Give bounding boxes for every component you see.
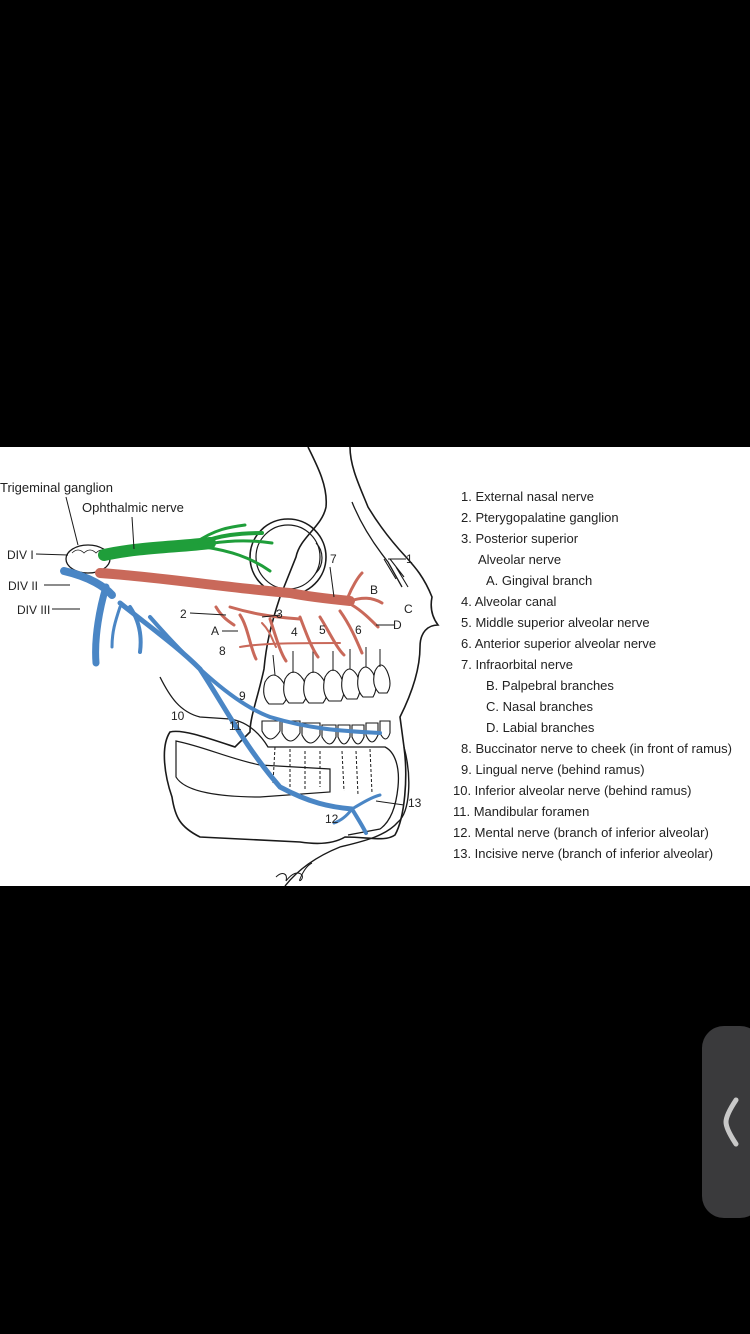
marker-1: 1 bbox=[406, 552, 413, 566]
artist-signature bbox=[275, 862, 313, 882]
mandible-inner-outline bbox=[175, 740, 331, 798]
legend-item: 6. Anterior superior alveolar nerve bbox=[461, 636, 657, 651]
legend-item: 3. Posterior superior bbox=[461, 531, 579, 546]
marker-9: 9 bbox=[239, 689, 246, 703]
upper-teeth bbox=[263, 664, 391, 705]
legend-item: 10. Inferior alveolar nerve (behind ramu… bbox=[453, 783, 692, 798]
marker-13: 13 bbox=[408, 796, 422, 810]
trigeminal-ganglion-label: Trigeminal ganglion bbox=[0, 480, 113, 495]
nasal-bone bbox=[351, 501, 403, 588]
div-ii-label: DIV II bbox=[8, 579, 39, 593]
legend-item: 9. Lingual nerve (behind ramus) bbox=[461, 762, 645, 777]
marker-3: 3 bbox=[276, 607, 283, 621]
legend-item: 12. Mental nerve (branch of inferior alv… bbox=[453, 825, 709, 840]
marker-8: 8 bbox=[219, 644, 226, 658]
lower-tooth-roots bbox=[272, 746, 373, 796]
upper-tooth-roots bbox=[272, 647, 381, 676]
nerve-legend: 1. External nasal nerve 2. Pterygopalati… bbox=[453, 486, 750, 864]
face-profile-outline bbox=[163, 447, 440, 845]
div-i-label: DIV I bbox=[7, 548, 34, 562]
mandibular-nerve-branches bbox=[60, 567, 382, 835]
neck-outline bbox=[284, 746, 410, 886]
legend-item: A. Gingival branch bbox=[486, 573, 593, 588]
marker-2: 2 bbox=[180, 607, 187, 621]
legend-item: D. Labial branches bbox=[486, 720, 595, 735]
legend-item: 11. Mandibular foramen bbox=[453, 804, 590, 819]
mandible-outline bbox=[159, 676, 400, 836]
legend-item: 13. Incisive nerve (branch of inferior a… bbox=[453, 846, 714, 861]
legend-item: 5. Middle superior alveolar nerve bbox=[461, 615, 650, 630]
leader-lines bbox=[35, 496, 406, 806]
maxillary-nerve-branches bbox=[95, 568, 384, 663]
legend-item: Alveolar nerve bbox=[478, 552, 562, 567]
legend-item: 4. Alveolar canal bbox=[461, 594, 557, 609]
legend-item: 1. External nasal nerve bbox=[461, 489, 594, 504]
chevron-left-icon bbox=[723, 1097, 739, 1147]
legend-item: 2. Pterygopalatine ganglion bbox=[461, 510, 619, 525]
marker-a: A bbox=[211, 624, 220, 638]
nerve-diagram-figure: Trigeminal ganglion Ophthalmic nerve DIV… bbox=[0, 447, 750, 886]
marker-b: B bbox=[370, 583, 379, 597]
marker-6: 6 bbox=[355, 623, 362, 637]
marker-12: 12 bbox=[325, 812, 339, 826]
legend-item: B. Palpebral branches bbox=[486, 678, 614, 693]
side-panel-tab[interactable] bbox=[702, 1026, 750, 1218]
marker-7: 7 bbox=[330, 552, 337, 566]
ophthalmic-nerve-branches bbox=[98, 523, 274, 573]
legend-item: C. Nasal branches bbox=[486, 699, 593, 714]
nasal-nerve bbox=[383, 558, 409, 588]
marker-4: 4 bbox=[291, 625, 298, 639]
marker-5: 5 bbox=[319, 623, 326, 637]
legend-item: 7. Infraorbital nerve bbox=[461, 657, 574, 672]
legend-item: 8. Buccinator nerve to cheek (in front o… bbox=[461, 741, 732, 756]
ophthalmic-nerve-label: Ophthalmic nerve bbox=[82, 500, 184, 515]
eye-orbit bbox=[249, 518, 327, 596]
marker-c: C bbox=[404, 602, 413, 616]
marker-10: 10 bbox=[171, 709, 185, 723]
marker-11: 11 bbox=[229, 719, 242, 733]
face-anatomy-illustration bbox=[35, 447, 440, 886]
marker-d: D bbox=[393, 618, 402, 632]
div-iii-label: DIV III bbox=[17, 603, 51, 617]
